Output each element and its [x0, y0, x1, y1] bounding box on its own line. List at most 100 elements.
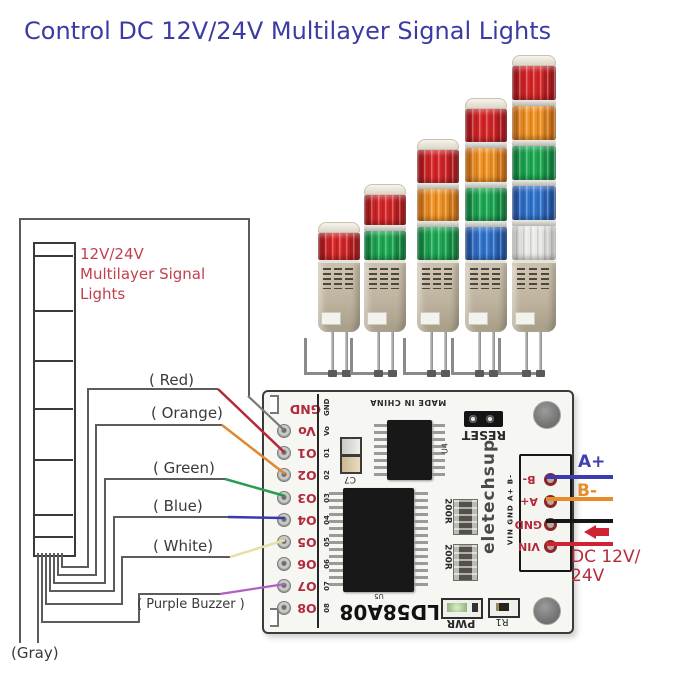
lens-separator: [364, 224, 406, 231]
connector-pin-label: VIN: [518, 539, 540, 553]
buzzer-grille: [444, 268, 452, 290]
lens-separator: [512, 140, 556, 146]
tower-schematic: [33, 242, 76, 557]
wire-red-run: [87, 388, 218, 390]
c7-capacitor: [340, 455, 362, 474]
tower-mount: [498, 332, 564, 380]
buzzer-grille: [323, 268, 331, 289]
gnd-wire: [546, 519, 613, 523]
wire-label-purple: ( Purple Buzzer ): [137, 597, 245, 612]
r1-resistor: [488, 598, 520, 618]
u4-label: U4: [440, 443, 450, 454]
c7-label: C7: [344, 474, 357, 484]
base-sticker: [321, 312, 341, 325]
pin-row-o7: O7 07: [278, 578, 334, 594]
power-in-arrow-icon: [584, 525, 609, 539]
mount-foot: [522, 370, 531, 377]
blue-lens: [465, 226, 507, 260]
resistor2-network: [453, 544, 478, 581]
schematic-divider: [34, 536, 73, 538]
pin-hole: [278, 425, 290, 437]
gray-wire-top: [19, 218, 248, 220]
tower-cap: [465, 98, 507, 109]
schematic-divider: [34, 310, 73, 312]
connector-pin-label: A+: [520, 494, 538, 508]
wire-orange-run: [95, 424, 222, 426]
pin-hole: [278, 492, 290, 504]
lens-separator: [465, 142, 507, 149]
lens-separator: [417, 221, 459, 228]
pin-row-o6: O6 06: [278, 556, 334, 572]
supply-line: DC 12V/: [571, 547, 641, 567]
mount-rod: [391, 332, 394, 372]
schematic-divider: [34, 514, 73, 516]
wire-label-orange: ( Orange): [151, 404, 223, 422]
mounting-hole: [533, 597, 561, 625]
wire-red-run: [61, 566, 89, 568]
u5-chip: [343, 488, 414, 592]
mount-rod: [345, 332, 348, 372]
tower-base: [350, 260, 406, 377]
pin-silk-label: GND: [323, 398, 331, 416]
wire-purple-run: [138, 593, 220, 595]
reset-pin-hole: [469, 415, 477, 423]
tower-cap: [318, 222, 360, 233]
pin-hole: [278, 514, 290, 526]
mount-bracket: [451, 338, 493, 375]
pin-row-o2: O2 02: [278, 467, 334, 483]
connector-pin-label: GND: [514, 517, 542, 531]
tower-cap: [417, 139, 459, 150]
resistor2-label: 200R: [442, 544, 453, 570]
tower-cap: [512, 55, 556, 66]
c7-capacitor: [340, 437, 362, 456]
signal-tower-2: [350, 184, 406, 377]
signal-tower-1: [304, 222, 360, 377]
pin-silk-label: Vo: [323, 426, 331, 436]
wire-blue-run: [49, 590, 115, 592]
controller-board: GND GND Vo Vo O1 01 O2 02 O3 03 O4 04: [262, 390, 574, 634]
pin-silk-label: 08: [323, 603, 331, 613]
buzzer-grille: [433, 268, 441, 290]
connector-row-aplus: A+: [516, 492, 557, 510]
pin-row-gnd: GND GND: [278, 398, 334, 417]
annotation-line: Multilayer Signal: [80, 265, 206, 283]
orange-lens: [417, 188, 459, 222]
gray-wire-left: [19, 218, 21, 643]
mount-bracket: [403, 338, 445, 376]
wire-label-blue: ( Blue): [153, 497, 203, 515]
pin-row-o1: O1 01: [278, 445, 334, 461]
reset-header: [464, 411, 503, 427]
mount-rod: [430, 332, 433, 373]
gray-wire-right: [248, 218, 250, 396]
wire-green-run: [53, 553, 55, 584]
pin-row-o4: O4 04: [278, 512, 334, 528]
connector-row-vin: VIN: [516, 537, 557, 555]
buzzer-grille: [345, 268, 353, 289]
wire-green-run: [53, 582, 106, 584]
diagram-annotation: 12V/24V Multilayer Signal Lights: [80, 244, 240, 304]
signal-tower-3: [403, 139, 459, 378]
wire-label-red: ( Red): [149, 371, 194, 389]
pin-row-o5: O5 05: [278, 534, 334, 550]
schematic-divider: [34, 360, 73, 362]
resistor1-label: 200R: [442, 498, 453, 524]
wire-gray-run: [37, 553, 39, 643]
mount-rod: [444, 332, 447, 373]
buzzer-grille: [481, 268, 489, 289]
buzzer-grille: [492, 268, 500, 289]
base-sticker: [515, 312, 535, 325]
model-label: LD58A08: [339, 600, 441, 624]
buzzer-grille: [529, 268, 537, 289]
lens-separator: [465, 220, 507, 227]
buzzer-grille: [517, 268, 525, 289]
wire-label-green: ( Green): [153, 459, 215, 477]
base-sticker: [468, 312, 488, 325]
green-lens: [364, 230, 406, 260]
base-sticker: [367, 312, 387, 325]
lens-separator: [512, 220, 556, 226]
base-sticker: [420, 312, 440, 326]
buzzer-grille: [391, 268, 399, 289]
signal-tower-4: [451, 98, 507, 377]
buzzer-grille: [470, 268, 478, 289]
